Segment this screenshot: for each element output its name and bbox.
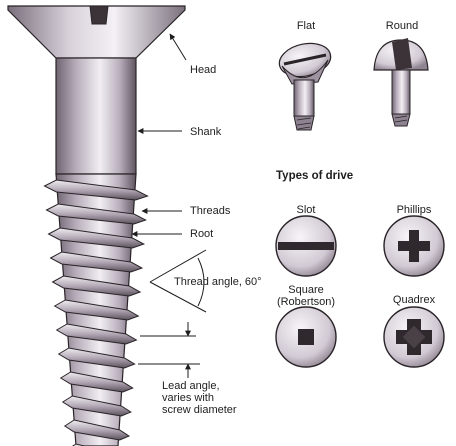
- thread-angle-line-1: [149, 249, 207, 283]
- thread-angle-label: Thread angle, 60°: [174, 276, 262, 288]
- thread-ridge: [61, 395, 132, 417]
- thread-ridge: [51, 275, 142, 297]
- thread-ridge: [57, 347, 136, 369]
- drive-slot-icon: [275, 215, 337, 277]
- lead-angle-label: Lead angle, varies with screw diameter: [162, 380, 237, 416]
- drive-square-icon: [275, 306, 337, 368]
- thread-angle-arc: [197, 257, 205, 307]
- drive-types-title: Types of drive: [276, 170, 354, 182]
- thread-ridge: [53, 299, 140, 321]
- thread-ridge: [63, 419, 131, 441]
- thread-angle-line-2: [149, 281, 207, 313]
- root-label: Root: [190, 228, 214, 240]
- thread-ridge: [47, 227, 146, 249]
- head-label: Head: [190, 64, 217, 76]
- large-screw: [7, 5, 186, 446]
- drive-quadrex-icon: [383, 306, 445, 368]
- thread-ridge: [49, 251, 144, 273]
- phillips-label: Phillips: [396, 204, 432, 216]
- thread-ridge: [59, 371, 134, 393]
- quadrex-label: Quadrex: [392, 294, 436, 306]
- head-pointer: [169, 33, 187, 61]
- flat-head-screw: [278, 42, 332, 131]
- round-head-screw: [373, 38, 429, 127]
- slot-label: Slot: [296, 204, 316, 216]
- thread-ridge: [45, 203, 147, 225]
- callouts: [131, 33, 207, 378]
- threads-label: Threads: [190, 205, 231, 217]
- flat-head-label: Flat: [296, 20, 316, 32]
- thread-ridge: [43, 179, 149, 201]
- square-label: Square (Robertson): [276, 284, 336, 308]
- drive-phillips-icon: [383, 215, 445, 277]
- threads-group: [43, 179, 149, 446]
- shank-label: Shank: [190, 126, 222, 138]
- thread-ridge: [55, 323, 138, 345]
- round-head-label: Round: [385, 20, 419, 32]
- head-slot: [89, 5, 109, 25]
- screw-shank: [55, 57, 137, 175]
